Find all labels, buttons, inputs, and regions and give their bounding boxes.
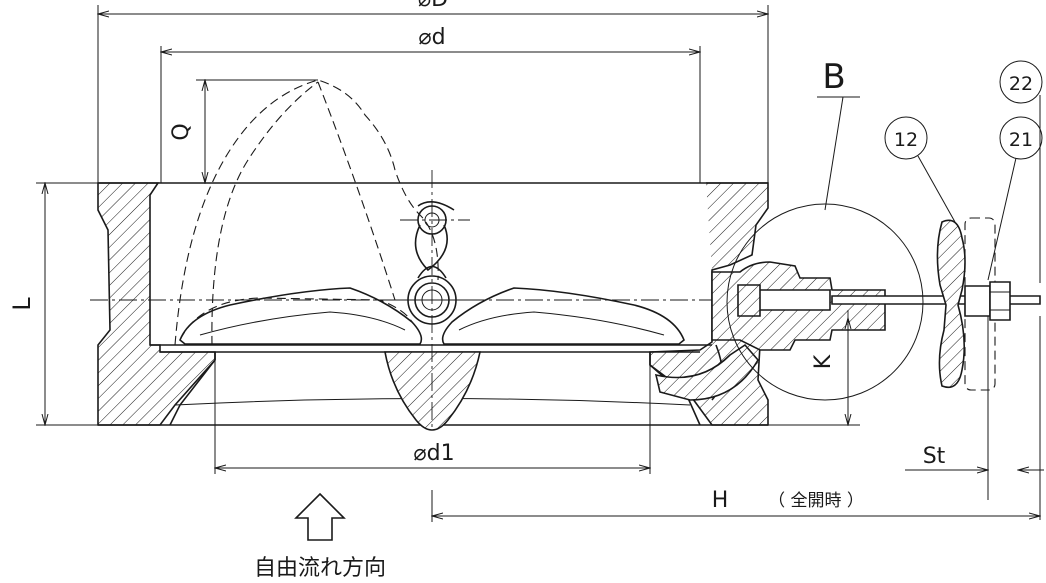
flow-direction: 自由流れ方向 — [254, 492, 386, 581]
detail-B: B — [726, 57, 924, 401]
dimension-d: ⌀d — [161, 25, 700, 183]
label-dim-d: ⌀d — [418, 25, 445, 50]
label-detail-B: B — [822, 57, 845, 97]
label-dim-d1: ⌀d1 — [413, 441, 454, 466]
dimension-L: L — [8, 183, 98, 425]
balloon-12: 12 — [884, 116, 956, 223]
label-dim-D: ⌀D — [418, 0, 448, 12]
label-flow-direction: 自由流れ方向 — [254, 556, 386, 581]
disc-open-outline — [174, 79, 439, 346]
label-dim-Q: Q — [169, 123, 194, 140]
label-dim-K: K — [811, 354, 836, 369]
label-dim-L: L — [8, 297, 36, 311]
label-dim-St: St — [923, 444, 946, 469]
dimension-d1: ⌀d1 — [215, 360, 650, 474]
center-web — [384, 351, 481, 431]
label-part-22: 22 — [1009, 73, 1033, 95]
disc-plates — [179, 287, 685, 345]
dimension-St: St — [905, 316, 1044, 520]
dimension-Q: Q — [169, 80, 318, 183]
label-part-21: 21 — [1009, 129, 1033, 151]
dimension-K: K — [768, 318, 860, 425]
dimension-H: H （ 全開時 ） — [432, 488, 1040, 522]
label-dim-H: H — [712, 488, 729, 513]
balloon-21: 21 — [987, 116, 1043, 281]
dimension-D: ⌀D — [98, 0, 768, 183]
balloon-22: 22 — [999, 60, 1043, 283]
label-part-12: 12 — [894, 129, 918, 151]
label-dim-H-note: （ 全開時 ） — [768, 491, 864, 511]
handwheel — [936, 217, 1011, 391]
